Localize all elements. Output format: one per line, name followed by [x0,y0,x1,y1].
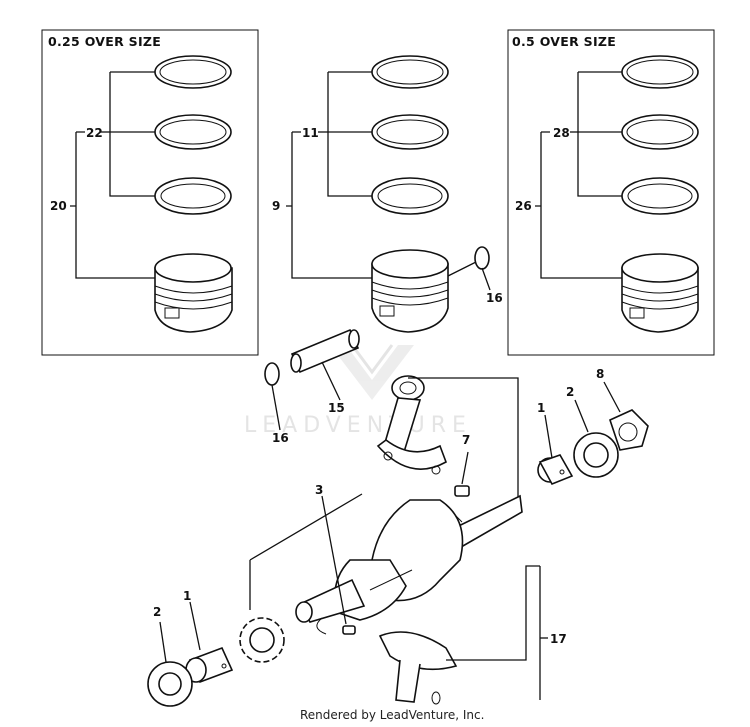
label-22: 22 [86,126,103,140]
piston-pin [290,328,360,374]
crank-key [342,625,356,635]
connecting-rod-lower [378,631,458,705]
label-28: 28 [553,126,570,140]
right-ring-3 [621,177,699,215]
label-7: 7 [462,433,470,447]
label-20: 20 [50,199,67,213]
center-piston [371,249,449,333]
right-ring-bracket [577,71,622,197]
label-8: 8 [596,367,604,381]
connecting-rod-upper [376,375,447,475]
label-9: 9 [272,199,280,213]
nut-right [609,409,649,451]
rod-nut [454,485,470,497]
leader-16-left [271,384,281,431]
label-2-left: 2 [153,605,161,619]
leader-2-left [159,621,167,663]
leader-1-left [189,601,201,651]
crankshaft [295,494,523,623]
crank-bracket [249,493,363,610]
label-26: 26 [515,199,532,213]
center-ring-2 [371,114,449,150]
center-ring-3 [371,177,449,215]
left-ring-1 [154,55,232,89]
label-16-right: 16 [486,291,503,305]
label-3: 3 [315,483,323,497]
assembly-bracket-17 [446,565,541,700]
footer-credit: Rendered by LeadVenture, Inc. [300,708,484,722]
label-17: 17 [550,632,567,646]
label-15: 15 [328,401,345,415]
oil-seal-right [573,432,619,478]
left-ring-3 [154,177,232,215]
left-ring-2 [154,114,232,150]
bushing-right [537,454,574,486]
key-hint [316,617,327,635]
center-set-bracket [286,131,372,279]
label-1-right: 1 [537,401,545,415]
leader-7 [461,451,469,485]
circlip-right [474,246,490,270]
left-piston [154,253,233,333]
label-11: 11 [302,126,319,140]
center-ring-bracket [327,71,372,197]
right-set-bracket [535,131,622,279]
right-piston [621,253,699,333]
rod-bracket-top [408,377,519,498]
left-set-bracket [70,131,155,279]
leader-16-right [447,261,491,291]
crank-keyway [455,515,463,523]
label-1-left: 1 [183,589,191,603]
circlip-left [264,362,280,386]
watermark-text: LEADVENTURE [244,413,472,438]
oil-seal-left [147,661,193,707]
right-ring-1 [621,55,699,89]
leader-3 [321,495,347,625]
left-ring-bracket [109,71,155,197]
bushing-left [185,646,234,684]
left-box-title: 0.25 OVER SIZE [48,34,161,49]
right-ring-2 [621,114,699,150]
label-2-right: 2 [566,385,574,399]
leader-15 [321,361,341,401]
leader-1-right [544,414,553,459]
right-box-title: 0.5 OVER SIZE [512,34,616,49]
watermark-logo [330,344,414,400]
leader-2-right [574,399,589,433]
label-16-left: 16 [272,431,289,445]
right-oversize-box [507,29,715,356]
crank-gear [239,617,285,663]
left-oversize-box [41,29,259,356]
center-ring-1 [371,55,449,89]
leader-8 [603,381,621,413]
